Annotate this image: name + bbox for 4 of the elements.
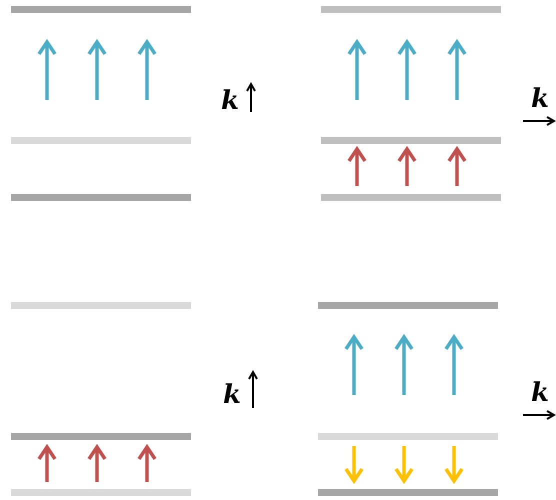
wave-vector-label: k bbox=[531, 380, 550, 406]
wave-vector-label: k bbox=[223, 382, 242, 408]
wave-vector-label: k bbox=[531, 86, 550, 112]
wave-vector-label: k bbox=[221, 88, 240, 114]
